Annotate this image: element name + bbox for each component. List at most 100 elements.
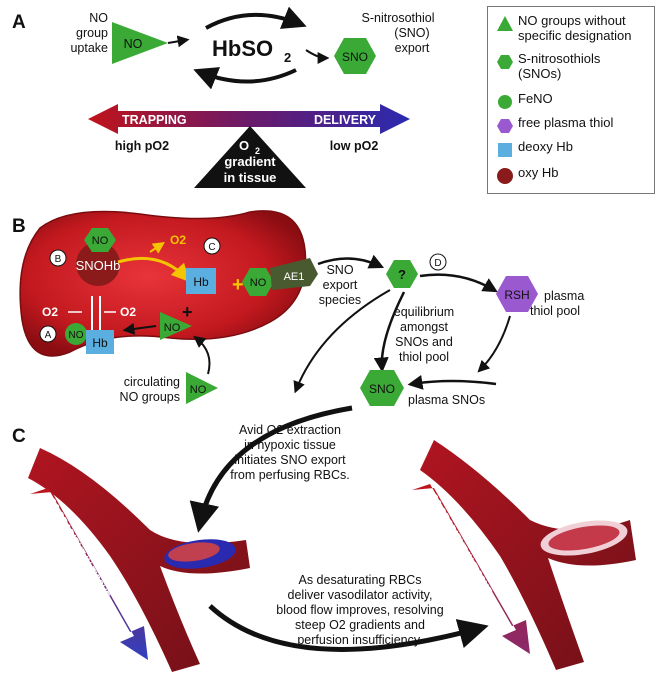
svg-text:NO: NO xyxy=(190,384,207,396)
plasma-sno-hexagon-icon: SNO xyxy=(360,370,404,406)
o2-gradient-triangle: O 2 gradient in tissue xyxy=(194,126,306,188)
right-vessel xyxy=(420,440,636,670)
svg-text:NO: NO xyxy=(89,11,108,25)
o2-label-left: O2 xyxy=(42,305,58,319)
svg-text:from perfusing RBCs.: from perfusing RBCs. xyxy=(230,468,349,482)
svg-text:SNO: SNO xyxy=(326,263,353,277)
svg-text:A: A xyxy=(45,330,52,341)
uptake-label: NO group uptake xyxy=(70,11,108,55)
unknown-species-hexagon-icon: ? xyxy=(386,260,418,288)
svg-text:group: group xyxy=(76,26,108,40)
circulating-no-triangle-icon: NO xyxy=(186,372,218,404)
svg-text:plasma: plasma xyxy=(544,289,584,303)
ae1-no-hexagon-icon: NO xyxy=(242,268,274,296)
no-triangle-icon: NO xyxy=(112,22,168,64)
hexagon-icon xyxy=(497,55,513,69)
svg-text:blood flow improves, resolving: blood flow improves, resolving xyxy=(276,603,443,617)
svg-text:Hb: Hb xyxy=(193,275,209,289)
panel-a-label: A xyxy=(12,12,26,33)
svg-text:As desaturating RBCs: As desaturating RBCs xyxy=(299,573,422,587)
o2-release-arrow xyxy=(117,256,190,282)
svg-text:C: C xyxy=(208,242,215,253)
to-sno-arrow xyxy=(407,374,497,390)
panel-c-label: C xyxy=(12,426,26,447)
svg-text:steep O2 gradients and: steep O2 gradients and xyxy=(295,618,425,632)
svg-text:in hypoxic tissue: in hypoxic tissue xyxy=(244,438,336,452)
svg-text:D: D xyxy=(434,258,441,269)
marker-a: A xyxy=(39,325,57,343)
export-arrow xyxy=(305,49,330,64)
equilibrium-arrows xyxy=(91,296,101,334)
svg-text:in tissue: in tissue xyxy=(224,170,277,185)
square-icon xyxy=(498,143,512,157)
svg-text:thiol pool: thiol pool xyxy=(399,350,449,364)
rsh-down-arrow xyxy=(477,315,511,373)
svg-text:S-nitrosothiol: S-nitrosothiol xyxy=(362,11,435,25)
svg-text:NO: NO xyxy=(124,37,143,51)
svg-text:SNOHb: SNOHb xyxy=(76,258,121,273)
export-down-arrow xyxy=(293,289,391,394)
circulating-label: circulating NO groups xyxy=(120,375,180,404)
extraction-label: Avid O2 extraction in hypoxic tissue ini… xyxy=(230,423,349,482)
svg-text:NO: NO xyxy=(164,322,181,334)
snohb-oxy-hb: SNOHb xyxy=(76,242,121,286)
o2-label-right: O2 xyxy=(120,305,136,319)
svg-text:export: export xyxy=(395,41,430,55)
to-plasma-sno-arrow xyxy=(373,291,406,373)
extraction-arrow xyxy=(189,405,353,533)
circle-icon xyxy=(497,168,513,184)
svg-text:2: 2 xyxy=(255,146,260,156)
no-triangle-icon-2: NO xyxy=(160,312,192,340)
perfusion-arrow xyxy=(208,604,489,652)
marker-b: B xyxy=(49,249,67,267)
no-to-hb-arrow xyxy=(122,322,157,335)
svg-text:export: export xyxy=(323,278,358,292)
svg-text:RSH: RSH xyxy=(504,288,529,302)
export-species-arrow xyxy=(317,254,385,269)
svg-text:species: species xyxy=(319,293,361,307)
svg-text:SNO: SNO xyxy=(369,382,395,396)
ae1-transporter: AE1 xyxy=(270,258,318,290)
panel-b-label: B xyxy=(12,216,26,237)
feno-circle-icon: NO xyxy=(65,323,87,345)
svg-text:NO: NO xyxy=(250,277,267,289)
low-po2-label: low pO2 xyxy=(330,139,379,153)
snohb-no-hexagon-icon: NO xyxy=(84,228,116,252)
svg-text:?: ? xyxy=(398,267,406,282)
sno-hexagon-icon: SNO xyxy=(334,38,376,74)
svg-text:NO groups: NO groups xyxy=(120,390,180,404)
rsh-hexagon-icon: RSH xyxy=(496,276,538,312)
equilibrium-label: equilibrium amongst SNOs and thiol pool xyxy=(394,305,454,364)
hbso2-cycle: HbSO 2 xyxy=(193,6,307,90)
trapping-delivery-arrow: TRAPPING DELIVERY xyxy=(88,104,410,134)
plus-black: + xyxy=(182,302,193,322)
high-po2-label: high pO2 xyxy=(115,139,169,153)
trapping-label: TRAPPING xyxy=(122,113,187,127)
marker-c: C xyxy=(203,237,221,255)
svg-text:equilibrium: equilibrium xyxy=(394,305,454,319)
uptake-arrow xyxy=(167,35,190,48)
delivery-label: DELIVERY xyxy=(314,113,377,127)
circle-icon xyxy=(498,95,512,109)
o2-out-arrow xyxy=(149,242,165,254)
plus-yellow: + xyxy=(232,274,244,296)
plasma-thiol-label: plasma thiol pool xyxy=(530,289,584,318)
svg-text:gradient: gradient xyxy=(224,154,276,169)
svg-text:(SNO): (SNO) xyxy=(394,26,429,40)
svg-text:initiates SNO export: initiates SNO export xyxy=(234,453,346,467)
svg-text:Avid O2 extraction: Avid O2 extraction xyxy=(239,423,341,437)
deoxy-hb-square-icon: Hb xyxy=(186,268,216,294)
svg-text:SNOs and: SNOs and xyxy=(395,335,453,349)
svg-text:O: O xyxy=(239,138,249,153)
svg-text:amongst: amongst xyxy=(400,320,448,334)
svg-text:circulating: circulating xyxy=(124,375,180,389)
svg-text:SNO: SNO xyxy=(342,50,368,64)
hexagon-icon xyxy=(497,119,513,133)
svg-text:uptake: uptake xyxy=(70,41,108,55)
left-vessel xyxy=(28,448,250,672)
export-label: S-nitrosothiol (SNO) export xyxy=(362,11,435,55)
hbso2-subscript: 2 xyxy=(284,50,291,65)
circulating-arrow xyxy=(193,335,211,375)
